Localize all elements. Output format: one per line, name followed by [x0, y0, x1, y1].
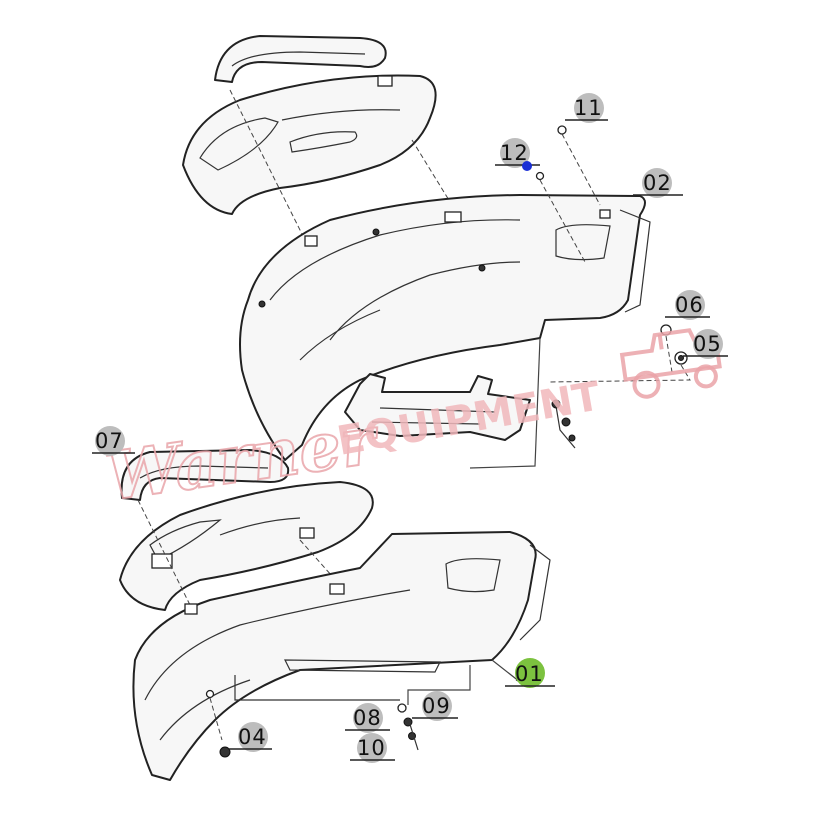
callout-circle: [238, 722, 268, 752]
callout-04: 04: [228, 722, 272, 752]
callout-circle: [642, 168, 672, 198]
upper-fender-cap: [182, 74, 437, 215]
lower-grip-handle: [120, 449, 290, 501]
leader-11: [561, 133, 601, 206]
callout-12: 12: [495, 138, 540, 168]
callout-label: 08: [353, 706, 382, 730]
callout-circle: [675, 290, 705, 320]
callout-circle: [353, 703, 383, 733]
callout-label: 06: [675, 293, 704, 317]
callout-circle: [357, 733, 387, 763]
callout-label: 04: [238, 725, 267, 749]
callout-06: 06: [665, 290, 710, 320]
callout-circle: [515, 658, 545, 688]
leader-09-bracket: [407, 665, 471, 705]
callout-circle: [95, 426, 125, 456]
callout-07: 07: [92, 426, 135, 456]
callout-01: 01: [505, 658, 555, 688]
leader-lower-left: [137, 499, 191, 606]
callout-circle: [500, 138, 530, 168]
callout-05: 05: [683, 329, 728, 359]
callout-02: 02: [633, 168, 683, 198]
fender-mount-bracket: [344, 373, 531, 441]
callout-08: 08: [345, 703, 390, 733]
leader-05: [549, 364, 691, 383]
callout-circle: [693, 329, 723, 359]
tractor-icon: [619, 328, 722, 399]
callout-11: 11: [565, 93, 608, 123]
callout-09: 09: [412, 691, 458, 721]
leader-06: [665, 335, 673, 373]
callout-circle: [422, 691, 452, 721]
callout-circle: [574, 93, 604, 123]
leader-bracket: [469, 337, 541, 469]
lower-fender: [132, 531, 551, 781]
hardware-11-12: [535, 125, 567, 181]
main-rear-fender: [239, 194, 651, 461]
callout-label: 11: [574, 96, 603, 120]
leader-cap-left: [229, 89, 306, 241]
upper-grip-handle: [214, 35, 387, 83]
callout-label: 07: [95, 429, 124, 453]
callout-layer: 01 02 04 05 06 07 08 09 10 11 12: [92, 93, 728, 763]
callout-label: 10: [357, 736, 386, 760]
callout-label: 01: [515, 662, 544, 686]
highlight-dot: [522, 161, 532, 171]
callout-label: 09: [422, 694, 451, 718]
callout-10: 10: [350, 733, 395, 763]
hardware-bottom: [205, 689, 419, 758]
callout-label: 12: [500, 141, 529, 165]
callout-label: 05: [693, 332, 722, 356]
callout-label: 02: [643, 171, 672, 195]
